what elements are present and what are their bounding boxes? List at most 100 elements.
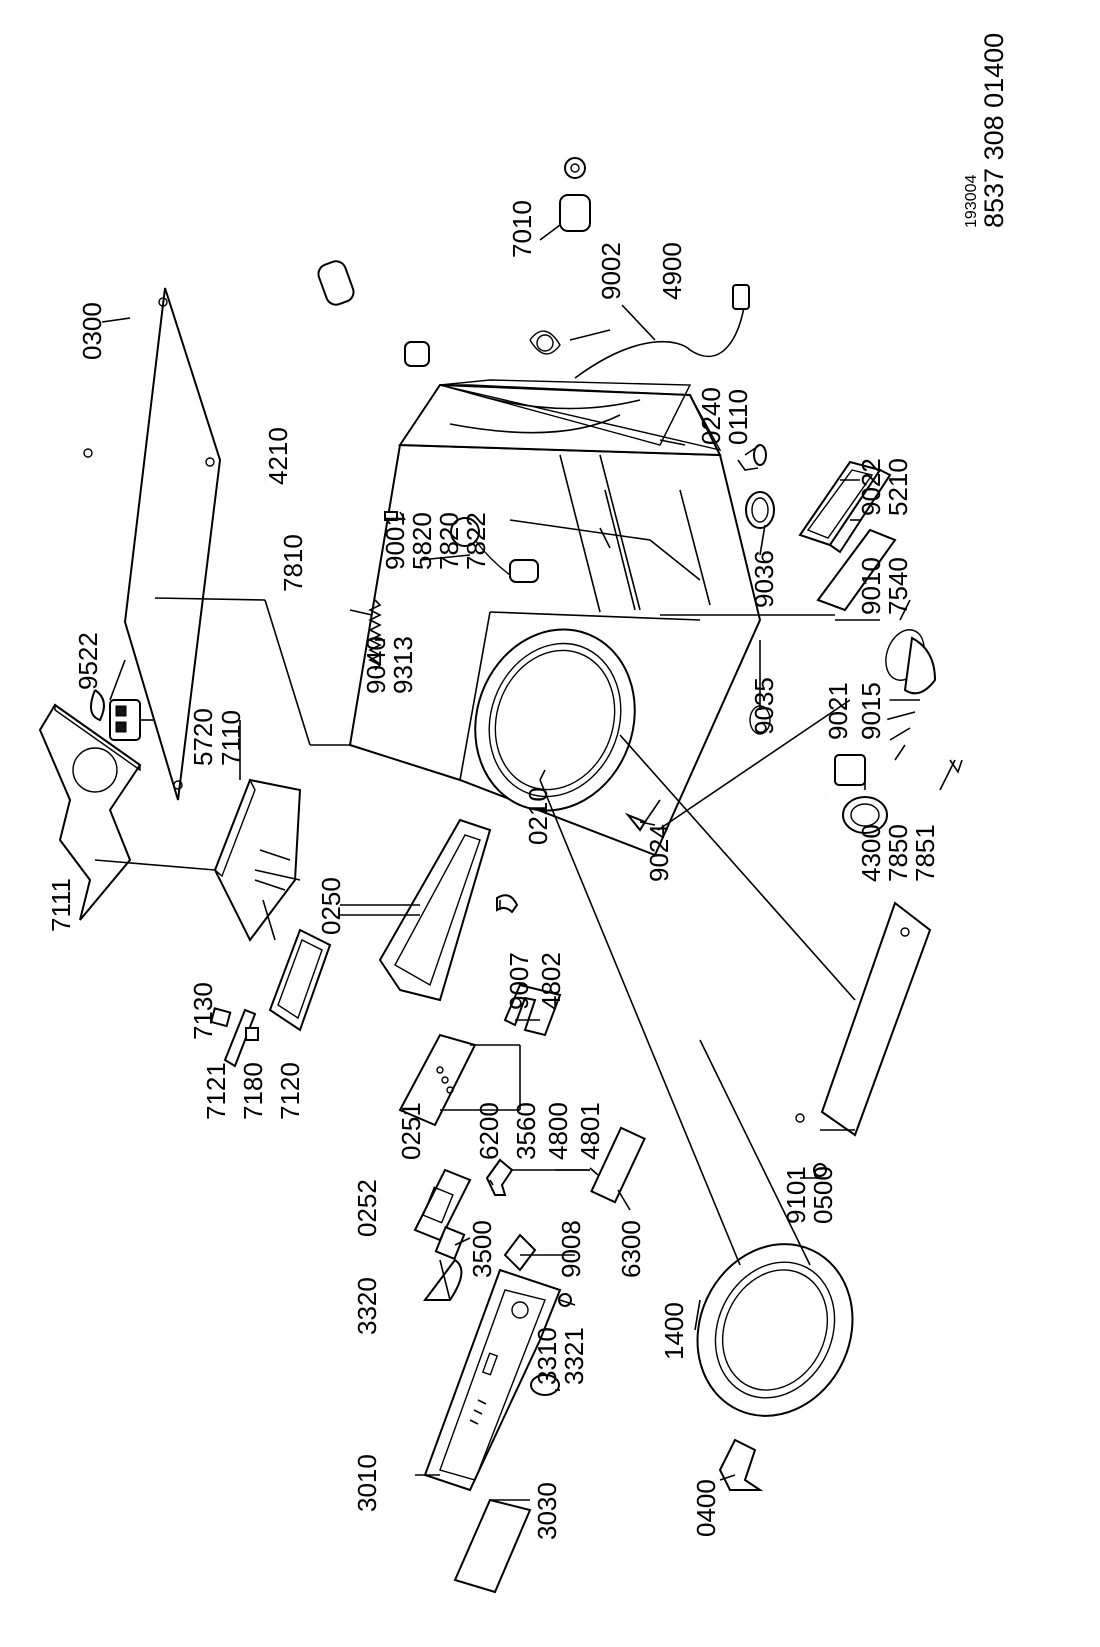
hinge-0400-drawing <box>718 1438 764 1491</box>
label-3321: 3321 <box>559 1327 589 1385</box>
label-5820: 5820 <box>407 512 437 570</box>
keypad-3320-drawing <box>422 1258 463 1301</box>
control-panel-drawing <box>423 1268 562 1492</box>
label-0250: 0250 <box>316 877 346 935</box>
label-4802: 4802 <box>536 952 566 1010</box>
drain-pump-drawing <box>744 754 888 834</box>
module-0252-drawing <box>413 1168 472 1242</box>
cabinet-drawing <box>348 383 762 857</box>
label-4801: 4801 <box>575 1102 605 1160</box>
label-0251: 0251 <box>396 1102 426 1160</box>
label-4300: 4300 <box>856 824 886 882</box>
label-0300: 0300 <box>77 302 107 360</box>
label-7810: 7810 <box>278 534 308 592</box>
label-7110: 7110 <box>216 710 246 766</box>
lock-6300-drawing <box>590 1126 646 1204</box>
label-7180: 7180 <box>238 1062 268 1120</box>
label-1400: 1400 <box>659 1302 689 1360</box>
label-3500: 3500 <box>467 1220 497 1278</box>
label-9002: 9002 <box>596 242 626 300</box>
module-9522-drawing <box>90 689 141 741</box>
part-6200-drawing <box>485 1158 514 1196</box>
bracket-4802-drawing <box>503 983 562 1037</box>
label-7111: 7111 <box>46 878 76 932</box>
control-board-7111-drawing <box>38 703 142 921</box>
detergent-housing-drawing <box>213 778 302 942</box>
label-3310: 3310 <box>532 1327 562 1385</box>
label-9007: 9007 <box>504 952 534 1010</box>
label-0500: 0500 <box>808 1166 838 1224</box>
label-9101: 9101 <box>781 1166 811 1224</box>
foot-0110-drawing <box>737 444 767 471</box>
label-4800: 4800 <box>543 1102 573 1160</box>
dispenser-tray-drawing <box>378 818 492 1002</box>
filter-housing-drawing <box>798 460 892 554</box>
label-3560: 3560 <box>511 1102 541 1160</box>
cover-9021-drawing <box>816 528 897 612</box>
inlet-hose-drawing <box>404 157 591 367</box>
label-9001: 9001 <box>380 512 410 570</box>
label-9522: 9522 <box>73 632 103 690</box>
capacitor-drawing <box>317 260 355 306</box>
label-3010: 3010 <box>352 1454 382 1512</box>
label-4900: 4900 <box>657 242 687 300</box>
part-labels: 0300 7010 9002 4900 0240 0110 9022 5210 … <box>46 200 940 1540</box>
label-0400: 0400 <box>691 1479 721 1537</box>
label-0210: 0210 <box>523 787 553 845</box>
label-5210: 5210 <box>883 458 913 516</box>
label-9015: 9015 <box>856 682 886 740</box>
clip-9001-drawing <box>384 511 398 521</box>
drawing-ref-small: 193004 <box>963 175 980 228</box>
label-7010: 7010 <box>507 200 537 258</box>
label-9313: 9313 <box>388 636 418 694</box>
label-7540: 7540 <box>883 557 913 615</box>
label-5720: 5720 <box>188 708 218 766</box>
drain-hose-drawing <box>869 629 937 781</box>
hose-7810-drawing <box>263 478 332 543</box>
power-cable-drawing <box>574 284 750 379</box>
pressure-switch-hose-drawing <box>450 517 539 583</box>
kick-plate-drawing <box>795 901 932 1137</box>
label-0110: 0110 <box>723 389 753 445</box>
label-9022: 9022 <box>856 458 886 516</box>
label-7130: 7130 <box>188 982 218 1040</box>
hose-clamp-9002-drawing <box>529 330 561 355</box>
label-7820: 7820 <box>434 512 464 570</box>
label-7822: 7822 <box>461 512 491 570</box>
label-0252: 0252 <box>352 1179 382 1237</box>
label-7851: 7851 <box>910 824 940 882</box>
bracket-9008-drawing <box>503 1233 537 1272</box>
label-9010: 9010 <box>856 557 886 615</box>
label-0240: 0240 <box>696 387 726 445</box>
label-3030: 3030 <box>532 1482 562 1540</box>
foot-9024-drawing <box>624 812 656 832</box>
label-9024: 9024 <box>644 824 674 882</box>
label-6200: 6200 <box>474 1102 504 1160</box>
label-3320: 3320 <box>352 1277 382 1335</box>
leader-lines <box>94 224 956 1501</box>
label-7850: 7850 <box>883 824 913 882</box>
drawer-7120-drawing <box>268 928 332 1032</box>
drawing-reference: 193004 8537 308 01400 <box>963 33 1009 228</box>
top-panel-drawing <box>83 287 222 801</box>
back-panel-drawing <box>439 379 692 446</box>
part-3500-drawing <box>434 1225 466 1261</box>
door-ring-drawing <box>696 1243 854 1417</box>
drawer-parts-drawing <box>209 1007 259 1068</box>
drawer-front-3030-drawing <box>453 1498 532 1594</box>
label-7120: 7120 <box>275 1062 305 1120</box>
label-7121: 7121 <box>201 1062 231 1120</box>
drawing-ref-main: 8537 308 01400 <box>979 33 1009 228</box>
label-9040: 9040 <box>361 636 391 694</box>
part-9101-drawing <box>813 1163 827 1177</box>
ring-9036-drawing <box>745 491 775 529</box>
knob-3310-drawing <box>530 1374 560 1396</box>
label-9021: 9021 <box>823 682 853 740</box>
label-9035: 9035 <box>749 677 779 735</box>
label-6300: 6300 <box>616 1220 646 1278</box>
label-4210: 4210 <box>263 427 293 485</box>
label-9036: 9036 <box>749 550 779 608</box>
spring-drawing <box>368 599 382 671</box>
label-9008: 9008 <box>556 1220 586 1278</box>
